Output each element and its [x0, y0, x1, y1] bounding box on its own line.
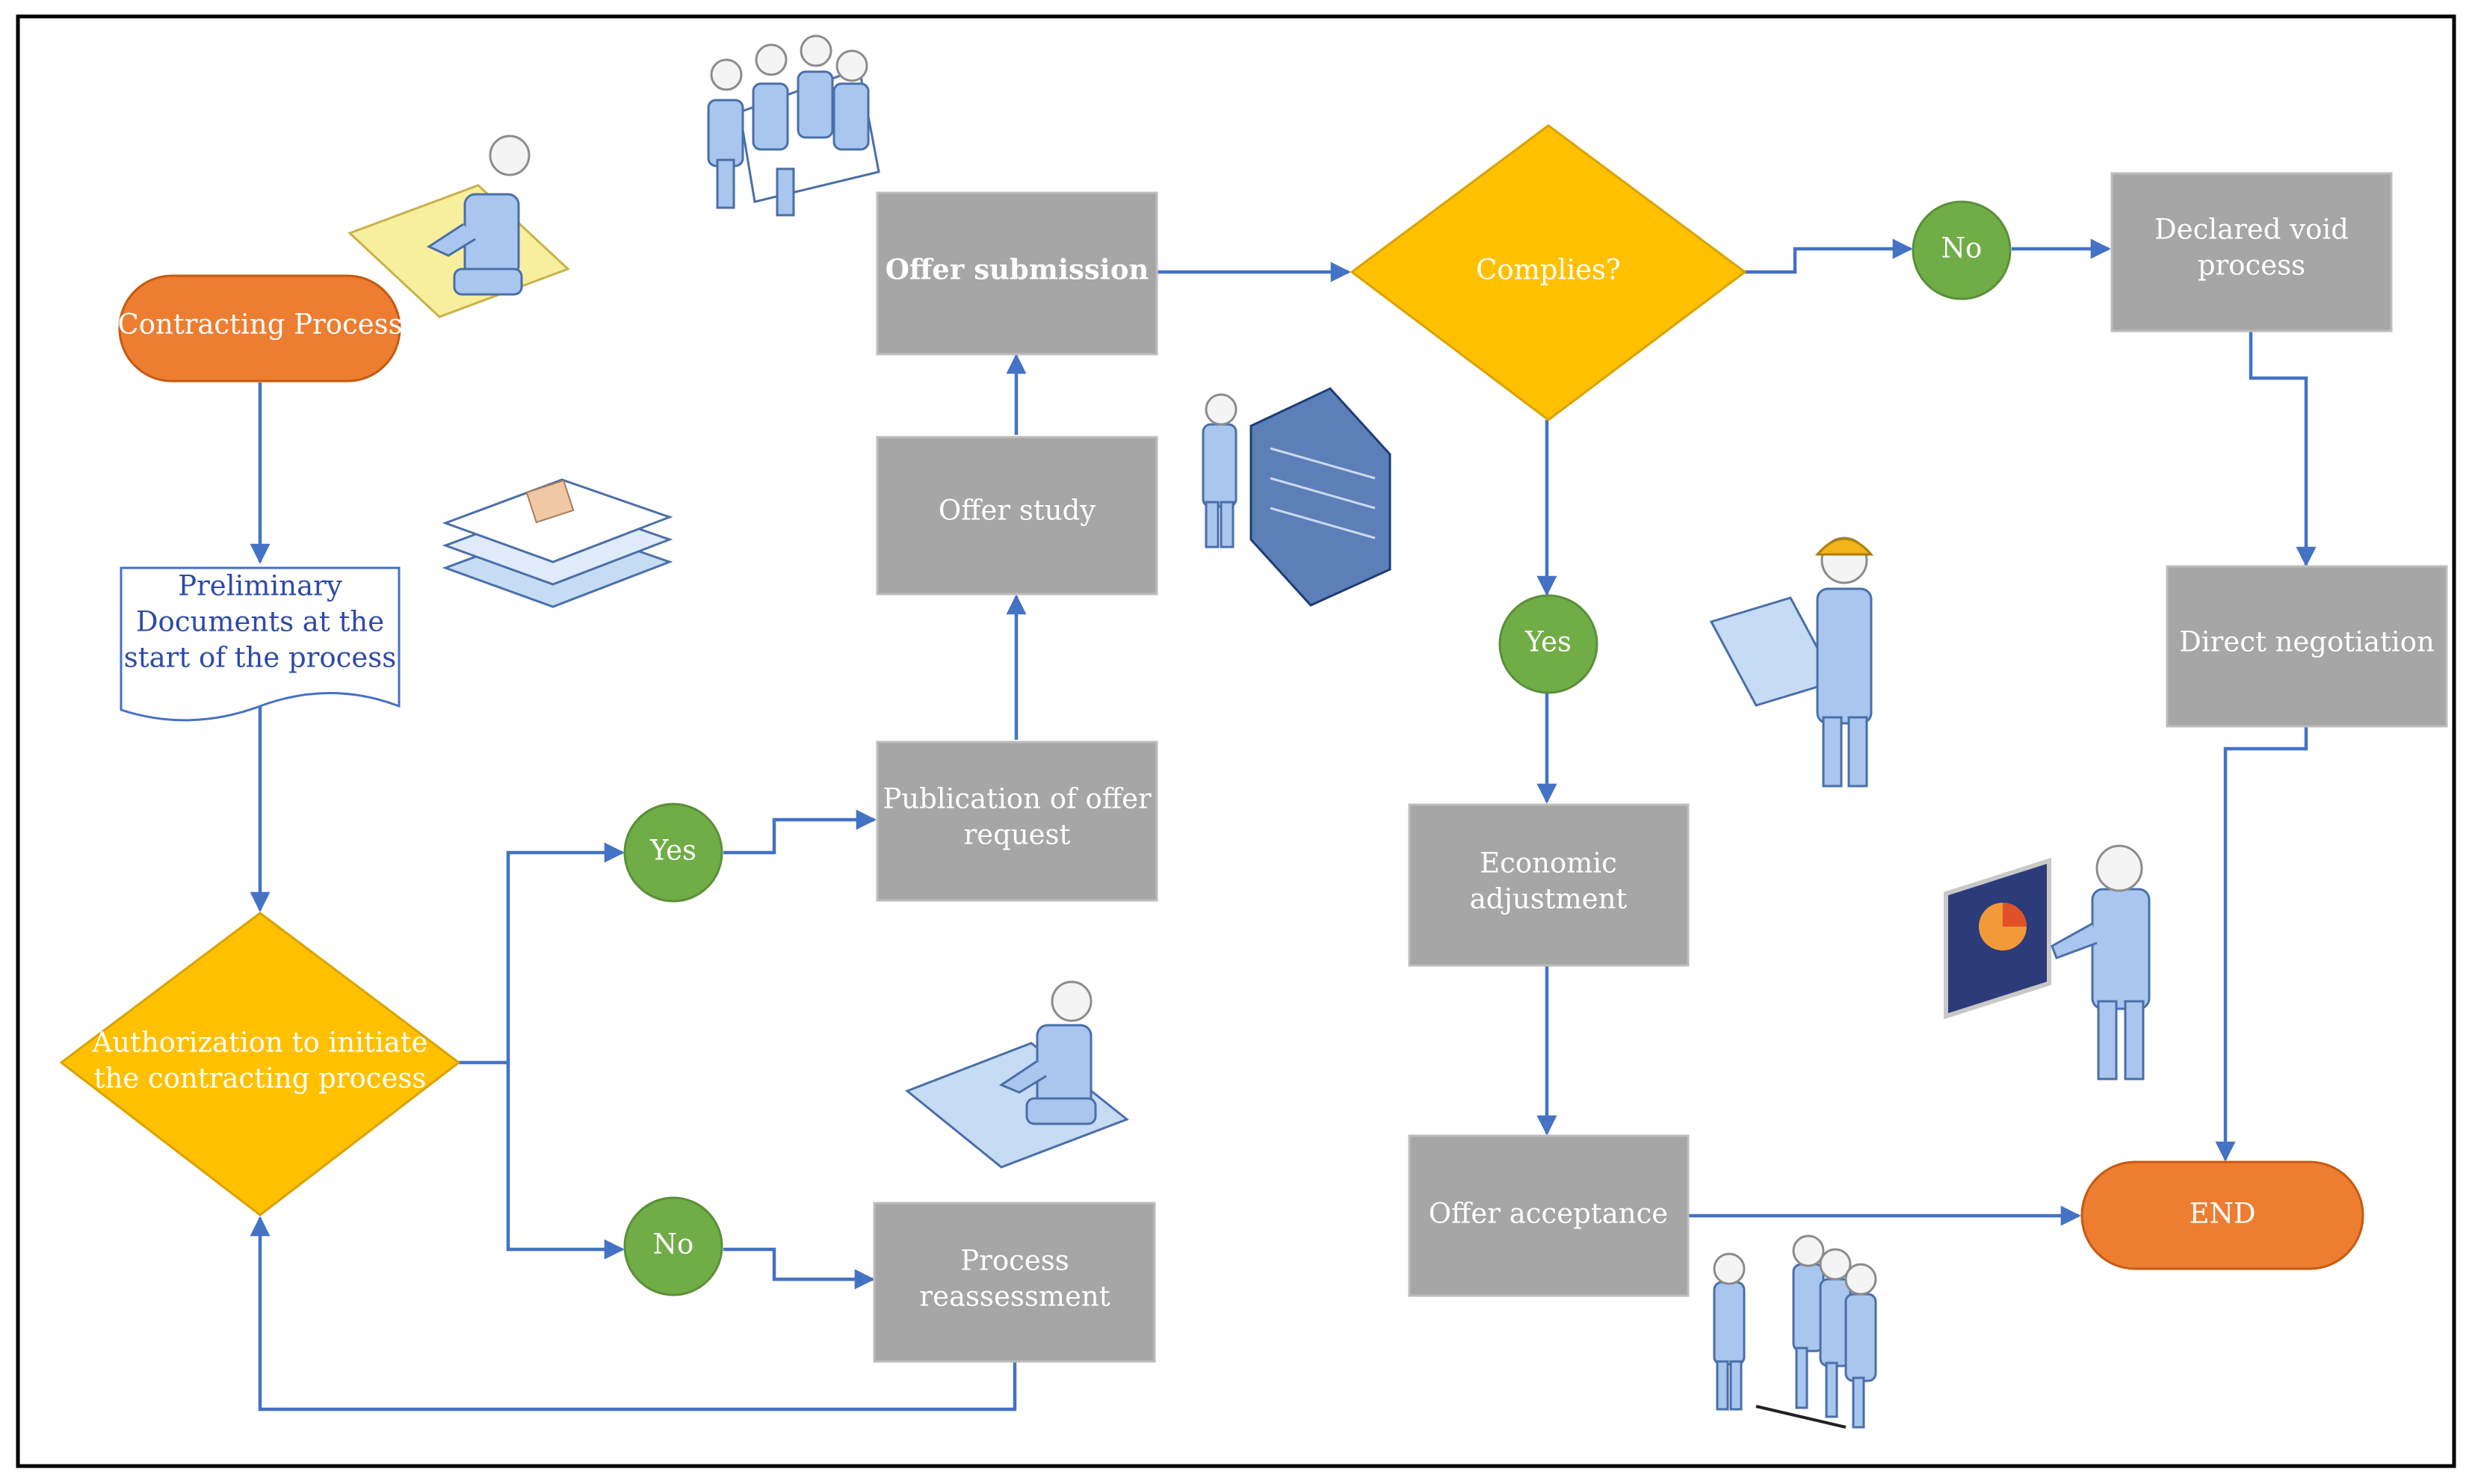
- complies-decision: Complies?: [1350, 124, 1747, 421]
- auth-label-line-2: the contracting process: [94, 1063, 427, 1095]
- end-terminal-label: END: [2189, 1198, 2255, 1230]
- economic-label-line-2: adjustment: [1470, 883, 1628, 915]
- connector-yes-to-publication: [723, 809, 877, 855]
- void-label-line-2: process: [2198, 250, 2305, 282]
- docs-label-line-3: start of the process: [124, 642, 397, 674]
- offer-submission-node: Offer submission: [876, 191, 1158, 356]
- offer-study-node: Offer study: [876, 436, 1158, 596]
- connector-void-to-negotiation: [2249, 331, 2317, 567]
- reassessment-label-line-2: reassessment: [919, 1281, 1110, 1313]
- no-answer-auth-label: No: [653, 1228, 694, 1261]
- yes-answer-auth: Yes: [623, 803, 723, 903]
- offer-acceptance-node: Offer acceptance: [1408, 1134, 1690, 1297]
- void-label-line-1: Declared void: [2154, 214, 2349, 246]
- connector-auth-to-no: [506, 1063, 625, 1260]
- publication-node: Publication of offer request: [876, 741, 1158, 902]
- reassessment-node: Process reassessment: [873, 1202, 1156, 1363]
- yes-answer-complies-label: Yes: [1524, 626, 1572, 658]
- yes-answer-auth-label: Yes: [649, 835, 696, 867]
- auth-label-line-1: Authorization to initiate: [91, 1027, 427, 1059]
- presentation-chart-icon: [1944, 844, 2151, 1080]
- publication-label-line-1: Publication of offer: [883, 783, 1152, 815]
- team-measuring-icon: [1713, 1234, 1877, 1429]
- start-terminal-label: Contracting Process: [117, 309, 402, 341]
- offer-submission-label: Offer submission: [886, 253, 1149, 286]
- publication-label-line-2: request: [964, 819, 1071, 851]
- direct-negotiation-label: Direct negotiation: [2179, 626, 2435, 658]
- meeting-table-icon: [707, 34, 880, 217]
- connector-no-to-reassessment: [723, 1247, 875, 1290]
- person-drafting-icon: [905, 980, 1129, 1169]
- reassessment-label-line-1: Process: [960, 1245, 1069, 1277]
- server-rack-icon: [1202, 387, 1391, 607]
- economic-adjustment-node: Economic adjustment: [1408, 803, 1690, 967]
- no-answer-complies-label: No: [1941, 232, 1983, 265]
- declared-void-node: Declared void process: [2110, 172, 2393, 333]
- direct-negotiation-node: Direct negotiation: [2166, 565, 2448, 728]
- end-terminal: END: [2080, 1160, 2364, 1270]
- yes-answer-complies: Yes: [1498, 594, 1598, 694]
- docs-label-line-2: Documents at the: [136, 606, 384, 638]
- connector-auth-to-yes: [459, 842, 625, 1065]
- start-terminal: Contracting Process: [117, 274, 403, 383]
- engineer-blueprint-icon: [1709, 537, 1874, 788]
- offer-acceptance-label: Offer acceptance: [1429, 1198, 1668, 1230]
- offer-study-label: Offer study: [939, 495, 1096, 527]
- authorization-decision: Authorization to initiate the contractin…: [59, 912, 461, 1216]
- complies-label: Complies?: [1476, 254, 1621, 286]
- diagram-frame: [16, 14, 2456, 1468]
- person-writing-icon: [347, 135, 570, 318]
- economic-label-line-1: Economic: [1480, 847, 1617, 879]
- connector-complies-to-no: [1745, 238, 1913, 274]
- connectors: [250, 238, 2317, 1412]
- connector-reassessment-to-auth: [250, 1216, 1017, 1412]
- docs-label-line-1: Preliminary: [178, 570, 342, 602]
- no-answer-complies: No: [1912, 200, 2012, 300]
- document-stack-icon: [442, 478, 673, 608]
- connector-negotiation-to-end: [2215, 726, 2308, 1162]
- no-answer-auth: No: [623, 1196, 723, 1296]
- preliminary-documents-node: Preliminary Documents at the start of th…: [120, 566, 401, 722]
